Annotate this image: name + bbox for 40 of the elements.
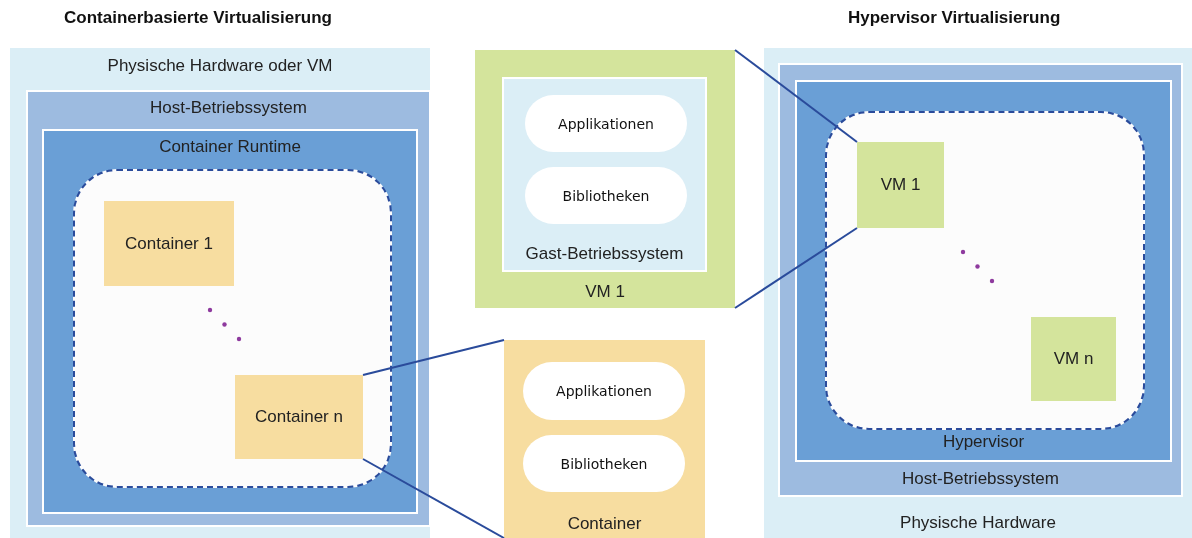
- box-label: Container 1: [124, 232, 214, 255]
- container-box: [504, 340, 705, 538]
- box-label: Physische Hardware oder VM: [106, 56, 334, 76]
- box-label: Hypervisor: [941, 432, 1026, 452]
- box-label: Gast-Betriebssystem: [524, 244, 685, 264]
- box-label: Container n: [254, 406, 344, 428]
- container-box: [235, 375, 363, 459]
- vm-box: [475, 50, 735, 308]
- vm-box: [1031, 317, 1116, 401]
- pill-box: [523, 435, 685, 492]
- zoom-line: [362, 339, 505, 376]
- box-label: VM 1: [584, 282, 626, 302]
- heading: Hypervisor Virtualisierung: [848, 8, 1061, 28]
- dashed-area: [73, 169, 392, 488]
- pill-box: [525, 95, 687, 152]
- zoom-line: [362, 458, 505, 538]
- box-label: Container Runtime: [158, 137, 302, 157]
- container-box: [104, 201, 234, 286]
- layer-panel: [764, 48, 1192, 538]
- box-label: Applikationen: [557, 114, 655, 134]
- box-label: Physische Hardware: [899, 513, 1057, 533]
- pill-box: [523, 362, 685, 420]
- dashed-area: [825, 111, 1145, 430]
- box-label: Bibliotheken: [559, 454, 649, 474]
- layer-panel: [502, 77, 707, 272]
- box-label: VM 1: [879, 174, 922, 196]
- layer-panel: [42, 129, 418, 514]
- pill-box: [525, 167, 687, 224]
- layer-panel: [795, 80, 1172, 462]
- box-label: Host-Betriebssystem: [901, 469, 1060, 489]
- layer-panel: [778, 63, 1183, 497]
- zoom-line: [734, 49, 858, 143]
- box-label: VM n: [1052, 348, 1095, 370]
- zoom-line: [734, 227, 858, 309]
- box-label: Applikationen: [555, 382, 653, 401]
- box-label: Container: [566, 514, 643, 534]
- heading: Containerbasierte Virtualisierung: [64, 8, 332, 28]
- box-label: Bibliotheken: [561, 186, 651, 206]
- vm-box: [857, 142, 944, 228]
- box-label: Host-Betriebssystem: [149, 98, 308, 118]
